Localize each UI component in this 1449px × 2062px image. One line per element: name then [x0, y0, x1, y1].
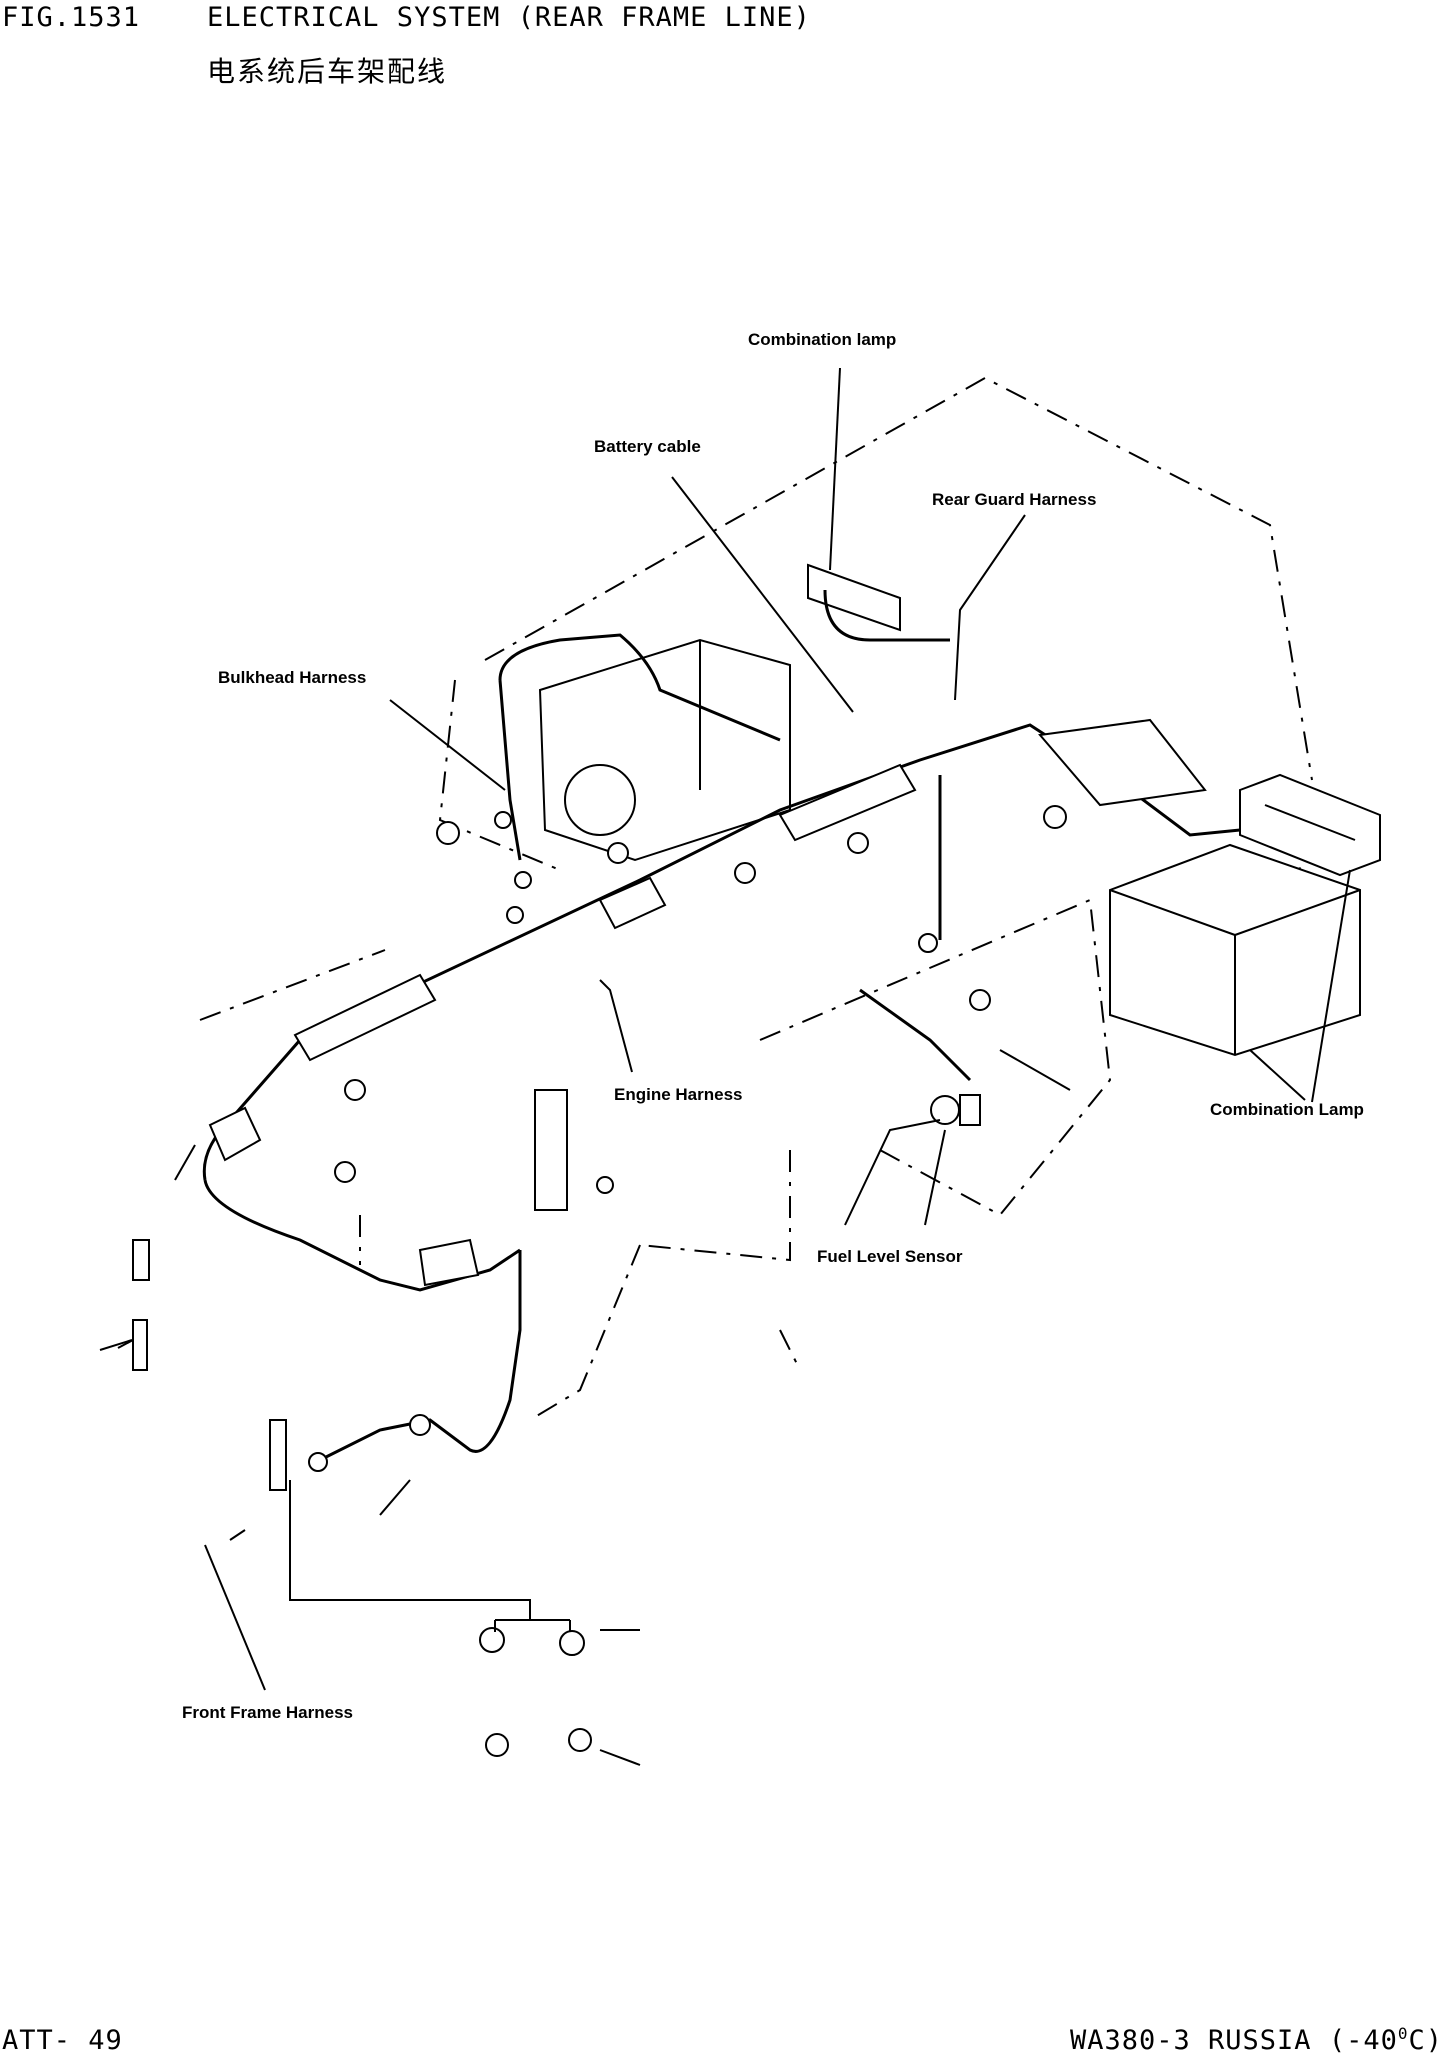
callout-combination-lamp-top: Combination lamp — [748, 330, 896, 349]
callout-bulkhead-harness: Bulkhead Harness — [218, 668, 366, 687]
connectors — [132, 805, 1067, 1757]
figure-title: ELECTRICAL SYSTEM (REAR FRAME LINE) — [207, 2, 811, 33]
figure-number: FIG.1531 — [2, 2, 141, 33]
callout-combination-lamp-right: Combination Lamp — [1210, 1100, 1364, 1119]
degree-mark: 0 — [1397, 2024, 1409, 2043]
leader-lines — [99, 367, 1351, 1766]
model-designation: WA380-3 RUSSIA (-400C) — [1070, 2024, 1443, 2056]
rear-frame-outline — [199, 376, 1313, 1421]
model-suffix: C) — [1408, 2025, 1443, 2056]
callout-front-frame-harness: Front Frame Harness — [182, 1703, 353, 1722]
callout-rear-guard-harness: Rear Guard Harness — [932, 490, 1096, 509]
combination-lamp-right — [1239, 773, 1381, 877]
callout-engine-harness: Engine Harness — [614, 1085, 743, 1104]
fuel-tank — [538, 638, 791, 862]
page-number: ATT- 49 — [2, 2025, 123, 2056]
model-text: WA380-3 RUSSIA (-40 — [1069, 2025, 1398, 2056]
callout-fuel-level-sensor: Fuel Level Sensor — [817, 1247, 963, 1266]
battery — [1109, 843, 1361, 1057]
callout-battery-cable: Battery cable — [594, 437, 701, 456]
front-frame-harness-lines — [229, 1480, 571, 1632]
combination-lamp-top — [807, 563, 901, 632]
figure-title-chinese: 电系统后车架配线 — [207, 55, 448, 88]
harness-sleeves — [208, 718, 1207, 1287]
